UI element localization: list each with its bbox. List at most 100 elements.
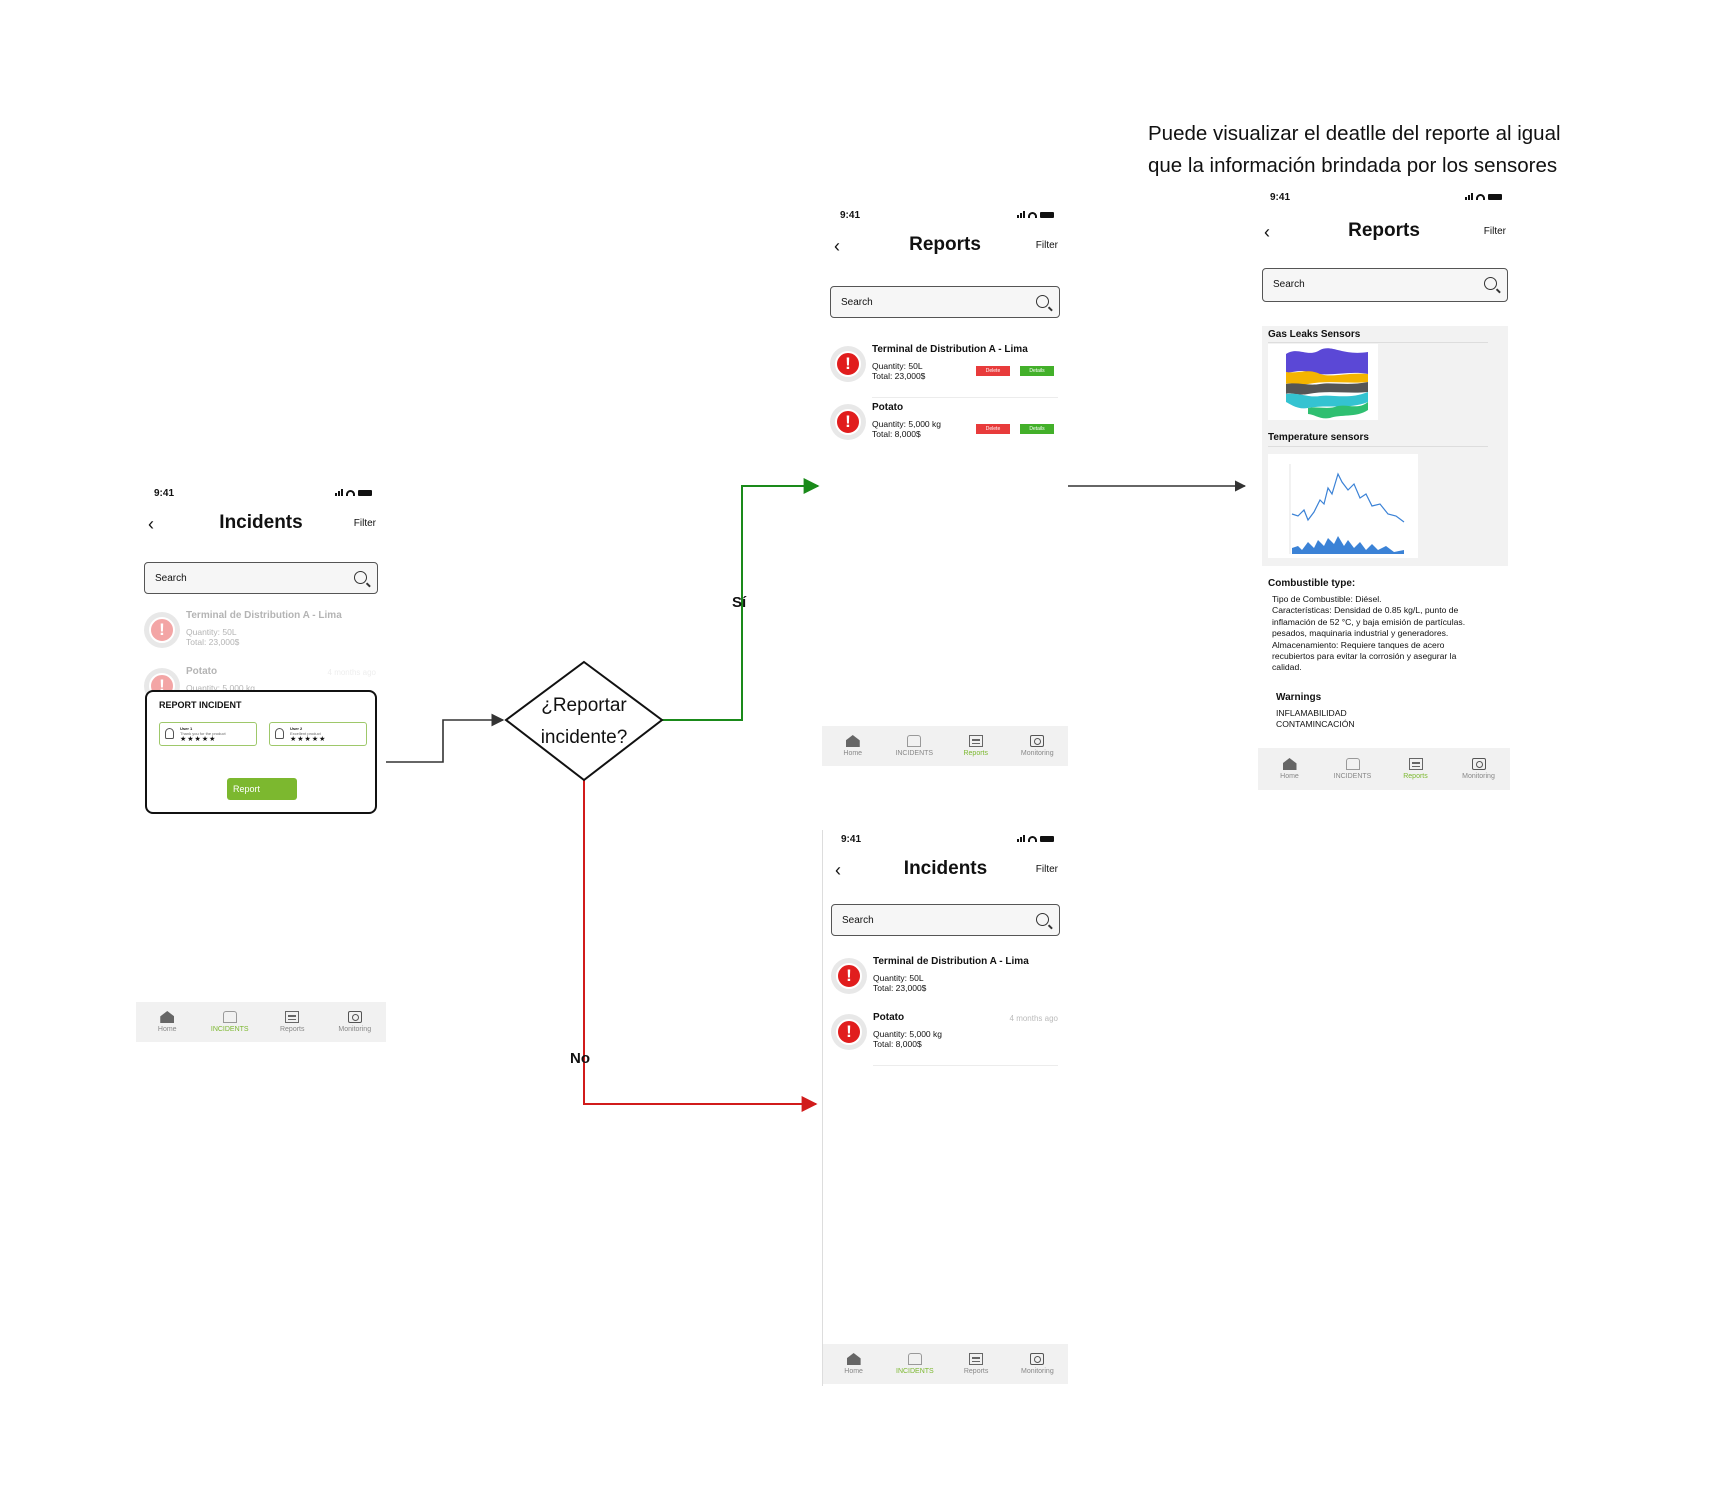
list-item[interactable]: ! Terminal de Distribution A - Lima Quan… [142,608,380,664]
item-time-ago: 4 months ago [1009,1014,1058,1023]
chevron-left-icon[interactable]: ‹ [1264,222,1270,242]
tab-home[interactable]: Home [139,1011,195,1033]
tab-monitoring[interactable]: Monitoring [1451,758,1507,780]
arrow-no [583,780,818,1112]
review-user: User 2 [290,726,303,731]
search-input[interactable]: Search [830,286,1060,318]
warning-item: CONTAMINCACIÓN [1276,719,1355,730]
decision-line1: ¿Reportar [541,695,627,716]
alert-icon: ! [831,1014,867,1050]
item-name: Potato [872,402,904,413]
wifi-icon [1028,836,1037,842]
caption: Puede visualizar el deatlle del reporte … [1148,118,1708,182]
tab-monitoring[interactable]: Monitoring [1009,735,1065,757]
delete-button[interactable]: Delete [976,366,1010,376]
item-name: Potato [186,666,218,677]
tab-incidents[interactable]: INCIDENTS [887,1353,943,1375]
info-line: pesados, maquinaria industrial y generad… [1272,628,1449,639]
filter-button[interactable]: Filter [353,518,376,529]
tab-home[interactable]: Home [1262,758,1318,780]
search-icon[interactable] [1036,295,1049,308]
decision-diamond [504,660,664,782]
chevron-left-icon[interactable]: ‹ [148,514,154,534]
item-quantity: Quantity: 5,000 kg [873,1029,942,1039]
user-icon [165,728,174,739]
alert-icon: ! [831,958,867,994]
search-input[interactable]: Search [831,904,1060,936]
item-total: Total: 23,000$ [873,983,927,993]
item-total: Total: 23,000$ [186,637,240,647]
list-item[interactable]: ! Terminal de Distribution A - Lima Quan… [829,954,1062,1010]
home-icon [846,1353,861,1365]
wifi-icon [346,490,355,496]
chevron-left-icon[interactable]: ‹ [835,860,841,880]
search-placeholder: Search [155,573,187,584]
search-icon[interactable] [1484,277,1497,290]
tab-bar: Home INCIDENTS Reports Monitoring [136,1002,386,1042]
home-icon [1282,758,1297,770]
tab-home[interactable]: Home [826,1353,882,1375]
review-card[interactable]: User 2 Excellent product ★★★★★ [269,722,367,746]
search-icon[interactable] [1036,913,1049,926]
gas-leaks-chart [1268,344,1378,420]
search-input[interactable]: Search [144,562,378,594]
filter-button[interactable]: Filter [1035,240,1058,251]
reports-screen: 9:41 ‹ Reports Filter Search ! Terminal … [822,206,1068,772]
tab-bar: Home INCIDENTS Reports Monitoring [1258,748,1510,790]
alert-icon: ! [830,346,866,382]
item-name: Terminal de Distribution A - Lima [872,344,1028,355]
list-item[interactable]: ! Potato Quantity: 5,000 kg Total: 8,000… [828,400,1062,456]
tab-monitoring[interactable]: Monitoring [327,1011,383,1033]
signal-icon [335,489,343,496]
chevron-left-icon[interactable]: ‹ [834,236,840,256]
incidents-screen: 9:41 ‹ Incidents Filter Search ! Termina… [822,830,1068,1386]
status-icons [1017,835,1054,842]
filter-button[interactable]: Filter [1035,864,1058,875]
report-detail-screen: 9:41 ‹ Reports Filter Search Gas Leaks S… [1252,188,1516,798]
details-button[interactable]: Details [1020,424,1054,434]
tab-reports[interactable]: Reports [948,735,1004,757]
list-item[interactable]: ! Potato Quantity: 5,000 kg Total: 8,000… [829,1010,1062,1066]
star-rating[interactable]: ★★★★★ [180,736,217,743]
tab-incidents[interactable]: INCIDENTS [202,1011,258,1033]
combustible-title: Combustible type: [1268,578,1356,589]
caption-line2: que la información brindada por los sens… [1148,154,1558,177]
reports-icon [969,1353,984,1365]
delete-button[interactable]: Delete [976,424,1010,434]
star-rating[interactable]: ★★★★★ [290,736,327,743]
tab-reports[interactable]: Reports [1388,758,1444,780]
status-bar: 9:41 [136,484,386,504]
tab-reports[interactable]: Reports [948,1353,1004,1375]
list-item[interactable]: ! Terminal de Distribution A - Lima Quan… [828,342,1062,398]
item-quantity: Quantity: 50L [186,627,237,637]
monitoring-icon [347,1011,362,1023]
details-button[interactable]: Details [1020,366,1054,376]
search-icon[interactable] [354,571,367,584]
search-input[interactable]: Search [1262,268,1508,302]
tab-label: INCIDENTS [896,1368,934,1375]
tab-incidents[interactable]: INCIDENTS [886,735,942,757]
decision-text: ¿Reportar incidente? [524,690,644,754]
tab-label: Reports [1403,773,1428,780]
status-bar: 9:41 [823,830,1068,850]
report-button[interactable]: Report [227,778,297,800]
filter-button[interactable]: Filter [1483,226,1506,237]
tab-home[interactable]: Home [825,735,881,757]
temperature-sensor-title: Temperature sensors [1268,432,1369,443]
divider [872,397,1058,398]
tab-label: Home [843,750,863,757]
tab-incidents[interactable]: INCIDENTS [1325,758,1381,780]
review-card[interactable]: User 1 Thank you for the product ★★★★★ [159,722,257,746]
page-title: Reports [909,234,981,255]
alert-icon: ! [144,612,180,648]
info-line: Características: Densidad de 0.85 kg/L, … [1272,605,1459,616]
tab-monitoring[interactable]: Monitoring [1009,1353,1065,1375]
item-name: Potato [873,1012,905,1023]
wifi-icon [1028,212,1037,218]
tab-reports[interactable]: Reports [264,1011,320,1033]
item-quantity: Quantity: 5,000 kg [186,683,255,693]
tab-label: INCIDENTS [210,1026,249,1033]
arrow-modal-to-decision [382,713,505,763]
tab-label: Home [844,1368,863,1375]
search-placeholder: Search [1273,279,1305,290]
